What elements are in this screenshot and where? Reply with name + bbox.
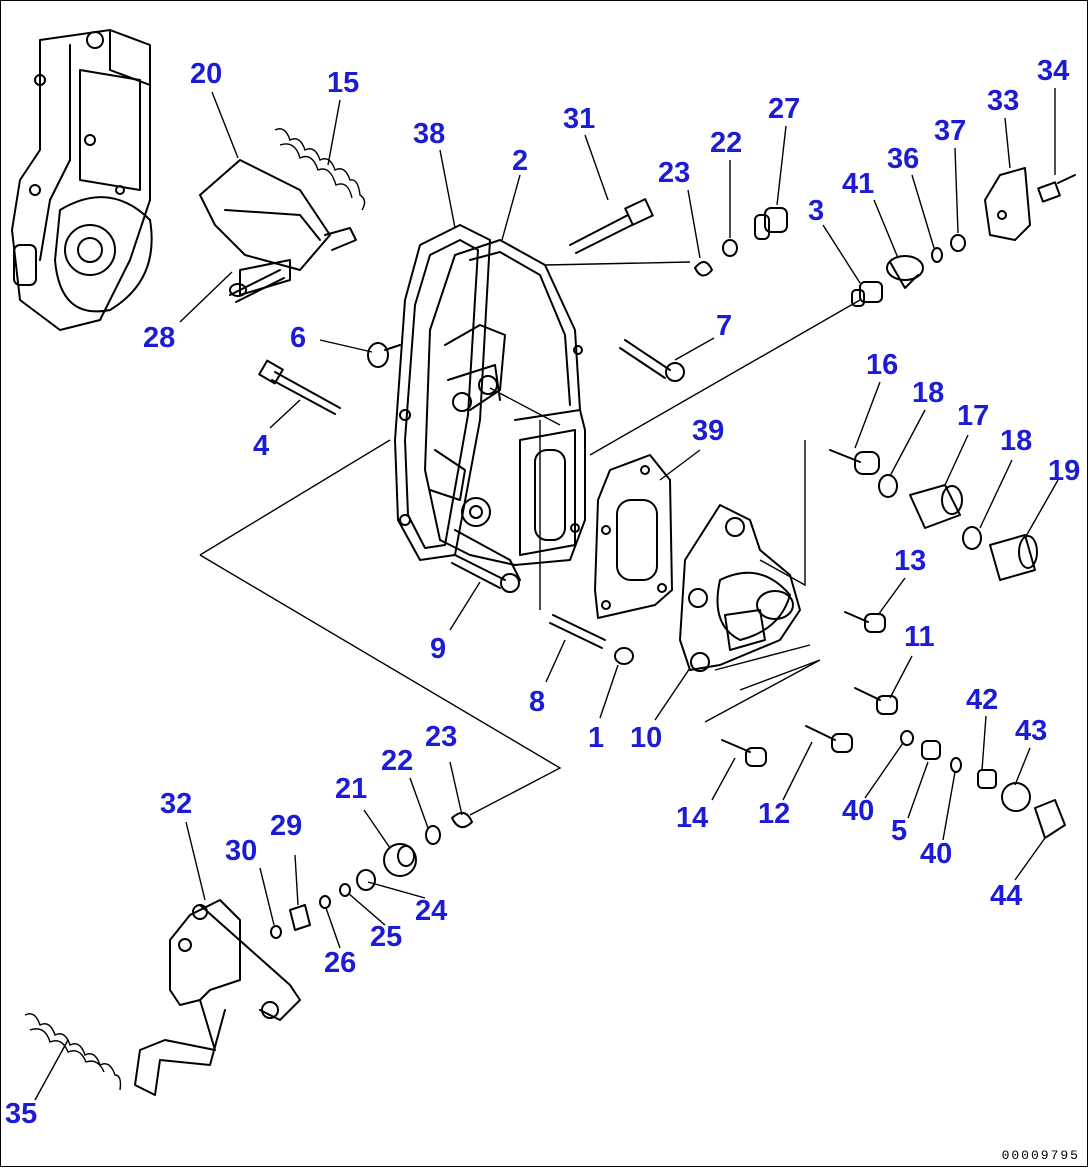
part-label-44: 44: [990, 880, 1022, 912]
part-label-18-lower: 18: [1000, 425, 1032, 457]
part-label-18-upper: 18: [912, 377, 944, 409]
part-label-36: 36: [887, 143, 919, 175]
part-label-38: 38: [413, 118, 445, 150]
part-label-20: 20: [190, 58, 222, 90]
part-label-10: 10: [630, 722, 662, 754]
part-label-13: 13: [894, 545, 926, 577]
part-label-17: 17: [957, 400, 989, 432]
part-label-35: 35: [5, 1098, 37, 1130]
governor-housing: [11, 29, 153, 331]
part-label-24: 24: [415, 895, 447, 927]
part-label-19: 19: [1048, 455, 1080, 487]
part-label-23-upper: 23: [658, 157, 690, 189]
part-label-15: 15: [327, 67, 359, 99]
cover-2: [424, 239, 586, 581]
part-label-39: 39: [692, 415, 724, 447]
assembly-guide-lines: [199, 261, 861, 816]
part-label-2: 2: [512, 145, 528, 177]
part-label-41: 41: [842, 168, 874, 200]
part-label-14: 14: [676, 802, 708, 834]
part-label-34: 34: [1037, 55, 1069, 87]
part-label-37: 37: [934, 115, 966, 147]
housing-10: [679, 504, 801, 672]
part-label-21: 21: [335, 773, 367, 805]
part-label-31: 31: [563, 103, 595, 135]
part-label-11: 11: [904, 621, 935, 653]
leader-lines: [34, 88, 1059, 1101]
plate-39: [594, 454, 673, 619]
part-label-23-lower: 23: [425, 721, 457, 753]
part-label-29: 29: [270, 810, 302, 842]
part-label-28: 28: [143, 322, 175, 354]
bolts-and-small-parts: [229, 167, 1076, 939]
part-label-8: 8: [529, 686, 545, 718]
spring-35: [24, 1013, 122, 1091]
part-label-25: 25: [370, 921, 402, 953]
part-label-26: 26: [324, 947, 356, 979]
part-label-12: 12: [758, 798, 790, 830]
part-label-32: 32: [160, 788, 192, 820]
part-label-22-lower: 22: [381, 745, 413, 777]
lever-32: [134, 899, 301, 1096]
part-label-4: 4: [253, 430, 269, 462]
part-label-7: 7: [716, 310, 732, 342]
part-label-40-left: 40: [842, 795, 874, 827]
part-label-6: 6: [290, 322, 306, 354]
part-label-22-upper: 22: [710, 127, 742, 159]
gasket-38: [394, 224, 491, 561]
lever-20: [199, 159, 357, 297]
part-label-5: 5: [891, 815, 907, 847]
part-label-33: 33: [987, 85, 1019, 117]
part-label-30: 30: [225, 835, 257, 867]
spring-15: [274, 128, 366, 211]
part-number-labels: 20 15 38 2 31 23 22 27 3 41 36 37 33 34 …: [5, 55, 1080, 1130]
part-label-16: 16: [866, 349, 898, 381]
part-label-27: 27: [768, 93, 800, 125]
drawing-number: 00009795: [1001, 1148, 1080, 1163]
part-label-1: 1: [588, 722, 604, 754]
part-label-42: 42: [966, 684, 998, 716]
part-label-40-right: 40: [920, 838, 952, 870]
part-label-3: 3: [808, 195, 824, 227]
part-label-9: 9: [430, 633, 446, 665]
part-label-43: 43: [1015, 715, 1047, 747]
